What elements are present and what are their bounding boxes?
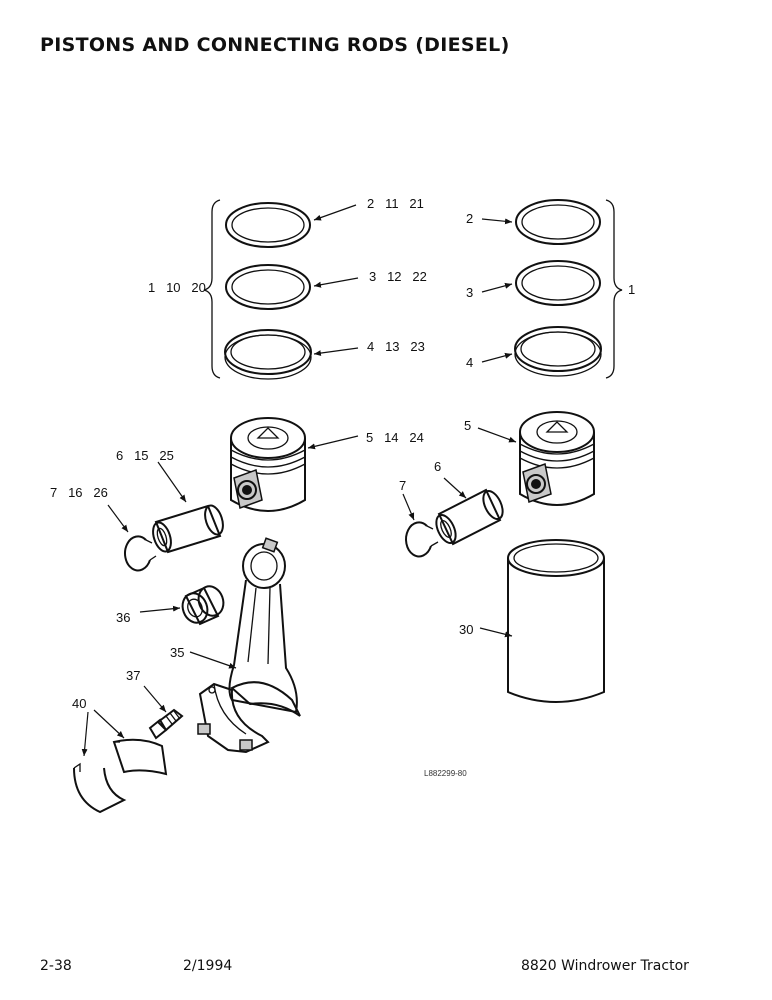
- callout-piston-left: 5 14 24: [366, 430, 424, 445]
- piston-right: 5: [464, 411, 595, 506]
- connecting-rod: 35: [170, 537, 301, 717]
- brace-left-icon: [203, 199, 221, 379]
- compression-ring-top-right: [515, 199, 601, 245]
- connecting-rod-cap: [197, 682, 270, 754]
- footer-page-number: 2-38: [40, 958, 72, 974]
- footer-model: 8820 Windrower Tractor: [521, 958, 689, 974]
- snap-ring-left: 7 16 26: [50, 485, 157, 572]
- piston-pin-left: 6 15 25: [116, 448, 224, 554]
- callout-conrod: 35: [170, 645, 184, 660]
- footer-date: 2/1994: [183, 958, 233, 974]
- callout-ring-bot-left: 4 13 23: [367, 339, 425, 354]
- callout-bolt: 37: [126, 668, 140, 683]
- cylinder-liner: 30: [459, 539, 605, 703]
- snap-ring-right: 7: [399, 478, 439, 558]
- compression-ring-middle-left: [225, 264, 311, 310]
- callout-piston-right: 5: [464, 418, 471, 433]
- compression-ring-middle-right: [515, 260, 601, 306]
- callout-bushing: 36: [116, 610, 130, 625]
- callout-ring-set-left: 1 10 20: [148, 280, 206, 295]
- callout-ring-top-right: 2: [466, 211, 473, 226]
- piston-pin-right: 6: [434, 459, 504, 546]
- callout-pin-left: 6 15 25: [116, 448, 174, 463]
- callout-snap-ring-left: 7 16 26: [50, 485, 108, 500]
- callout-liner: 30: [459, 622, 473, 637]
- callout-bearing: 40: [72, 696, 86, 711]
- rod-bearing: 40: [72, 696, 168, 814]
- piston-left: 5 14 24: [230, 417, 424, 512]
- page-title: PISTONS AND CONNECTING RODS (DIESEL): [40, 34, 510, 56]
- rod-bolt: 37: [126, 668, 184, 740]
- callout-pin-right: 6: [434, 459, 441, 474]
- callout-snap-ring-right: 7: [399, 478, 406, 493]
- ring-set-left: 2 11 21 3 12 22 4 13 23 1 10 20: [148, 196, 427, 380]
- callout-ring-bot-right: 4: [466, 355, 473, 370]
- callout-ring-mid-right: 3: [466, 285, 473, 300]
- compression-ring-top-left: [225, 202, 311, 248]
- callout-ring-top-left: 2 11 21: [367, 196, 424, 211]
- figure-id: L882299-80: [424, 769, 467, 778]
- brace-right-icon: [605, 199, 623, 379]
- callout-ring-mid-left: 3 12 22: [369, 269, 427, 284]
- oil-ring-right: [514, 326, 602, 377]
- oil-ring-left: [224, 329, 312, 380]
- piston-pin-bushing: 36: [116, 585, 225, 626]
- ring-set-right: 2 3 4 1: [466, 199, 635, 379]
- callout-ring-set-right: 1: [628, 282, 635, 297]
